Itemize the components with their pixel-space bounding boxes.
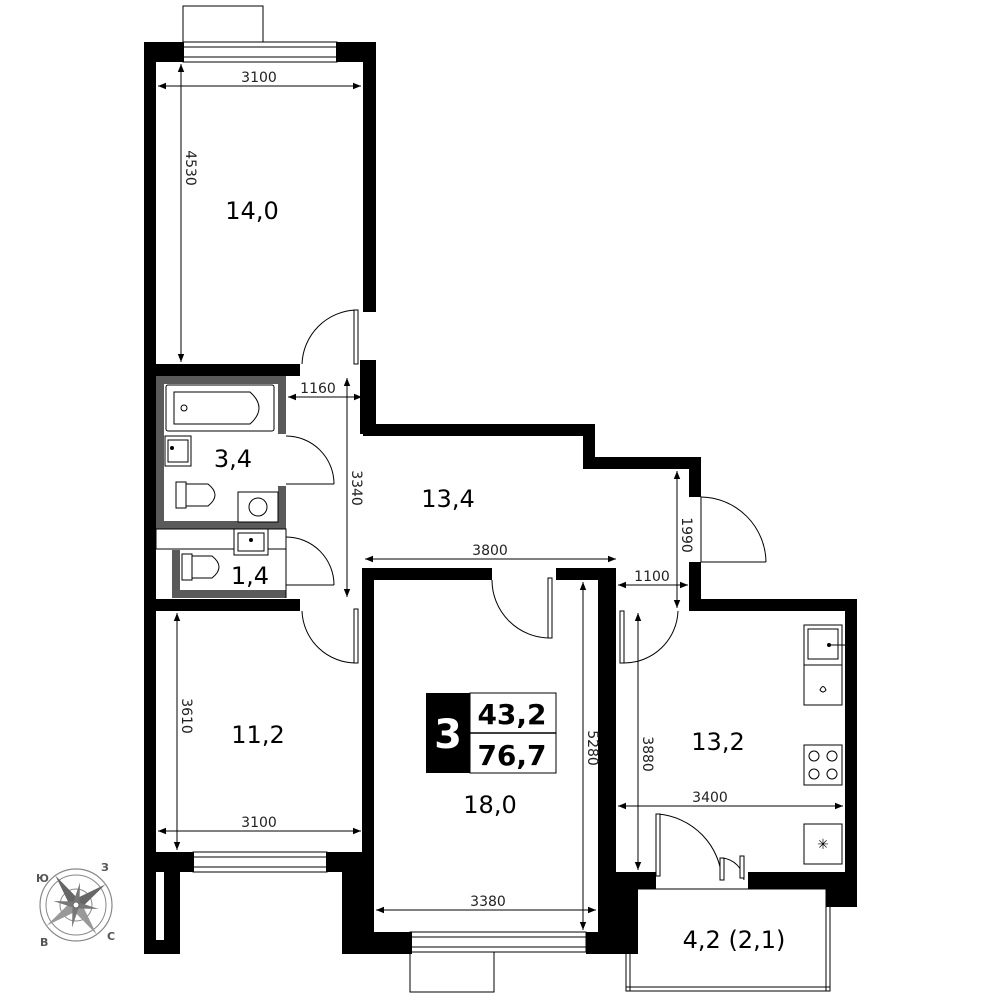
dim-bottom-room-height: 3610	[178, 698, 194, 734]
dim-hall-height: 3340	[348, 470, 364, 506]
dimension-lines	[158, 64, 843, 930]
dim-kitchen-height: 3880	[639, 736, 655, 772]
doors	[285, 309, 767, 881]
dim-living-height: 5280	[584, 730, 600, 766]
room-area-bathroom: 3,4	[214, 445, 252, 473]
living-area: 43,2	[477, 698, 546, 731]
balcony-outline	[625, 888, 831, 992]
kitchen-counter	[803, 664, 843, 706]
dim-top-room-height: 4530	[182, 150, 198, 186]
bathtub	[165, 384, 275, 432]
room-area-bedroom-bottom: 11,2	[231, 721, 284, 749]
washbasin-bath	[164, 435, 192, 467]
compass-icon: Ю З В С	[36, 861, 115, 949]
washing-machine	[237, 491, 279, 523]
compass-north: С	[107, 930, 115, 943]
room-area-bedroom-top: 14,0	[225, 197, 278, 225]
dim-entrance-depth: 1990	[678, 517, 694, 553]
dim-top-room-width: 3100	[241, 70, 277, 86]
dim-bottom-room-width: 3100	[241, 815, 277, 831]
toilet-wc	[181, 553, 220, 581]
apartment-badge: 3 43,2 76,7	[426, 692, 557, 774]
room-area-living: 18,0	[463, 791, 516, 819]
toilet-bath	[175, 481, 216, 509]
compass-west: З	[101, 861, 109, 874]
compass-east: В	[40, 936, 48, 949]
dim-entrance-width: 1100	[634, 569, 670, 585]
stove	[803, 744, 843, 786]
dim-kitchen-width: 3400	[692, 790, 728, 806]
rooms-count: 3	[434, 712, 462, 758]
dim-living-width: 3380	[470, 894, 506, 910]
room-area-kitchen: 13,2	[691, 728, 744, 756]
compass-south: Ю	[36, 872, 49, 885]
total-area: 76,7	[477, 739, 546, 772]
window-top	[182, 5, 338, 63]
kitchen-sink	[803, 624, 846, 666]
fridge: ✳	[803, 823, 843, 865]
walls	[144, 42, 857, 954]
dim-corridor-width: 1160	[300, 381, 336, 397]
room-area-hallway: 13,4	[421, 485, 474, 513]
dim-hall-width: 3800	[472, 543, 508, 559]
window-living	[409, 931, 587, 993]
room-area-toilet: 1,4	[231, 562, 269, 590]
room-area-balcony: 4,2 (2,1)	[683, 926, 786, 954]
window-bedroom-bottom	[192, 851, 328, 873]
washbasin-toilet	[233, 528, 269, 556]
svg-text:✳: ✳	[817, 837, 829, 853]
wet-zone-walls	[155, 376, 287, 598]
